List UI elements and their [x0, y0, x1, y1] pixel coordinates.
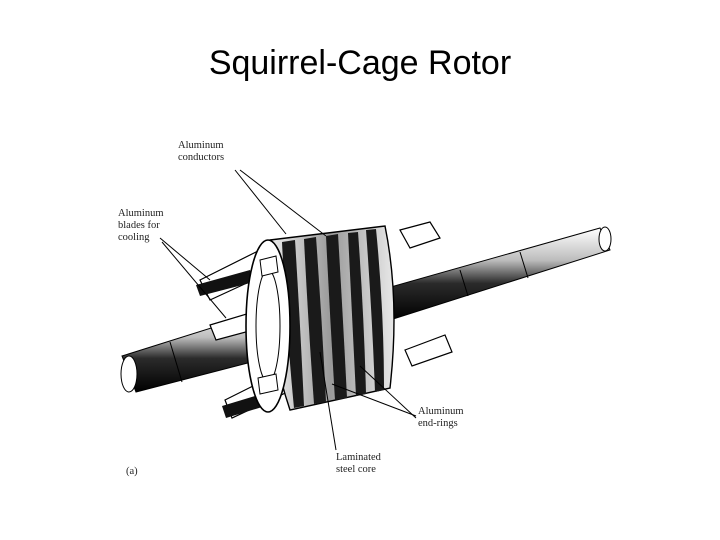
leader-lines [159, 169, 417, 451]
panel-label: (a) [126, 466, 138, 477]
label-conductors-line-2: conductors [178, 152, 225, 163]
slide-title: Squirrel-Cage Rotor [208, 44, 512, 82]
label-conductors-line-1: Aluminum [178, 140, 224, 151]
label-end-rings-line-1: Aluminum [418, 406, 464, 417]
label-end-rings-line-2: end-rings [418, 418, 458, 429]
label-core: Laminated steel core [336, 452, 381, 476]
label-core-line-2: steel core [336, 464, 376, 475]
label-blades-line-1: Aluminum [118, 208, 164, 219]
rotor-illustration [120, 169, 612, 451]
end-ring-left [245, 239, 291, 413]
label-blades-line-2: blades for [118, 220, 160, 231]
label-conductors: Aluminum conductors [178, 140, 224, 164]
rotor-figure: Aluminum conductors Aluminum blades for … [100, 130, 620, 490]
label-blades-line-3: cooling [118, 232, 150, 243]
label-core-line-1: Laminated [336, 452, 381, 463]
label-end-rings: Aluminum end-rings [418, 406, 464, 430]
label-blades: Aluminum blades for cooling [118, 208, 164, 244]
